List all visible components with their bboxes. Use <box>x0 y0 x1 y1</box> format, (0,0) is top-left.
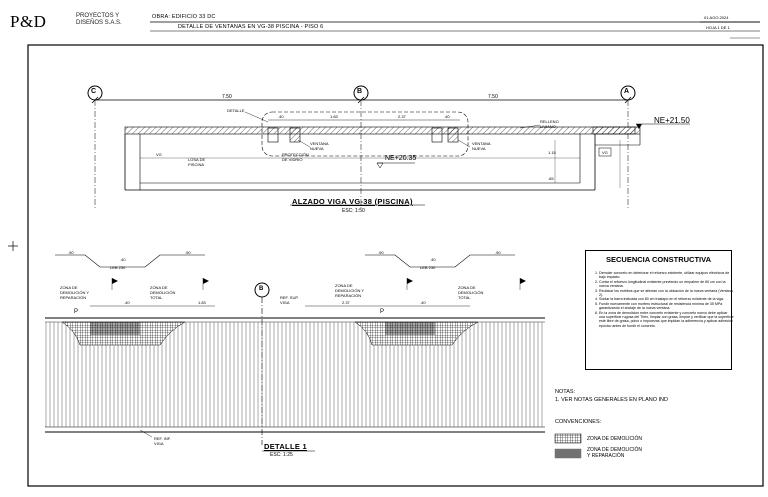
company-name-line2: DISEÑOS S.A.S. <box>76 20 122 26</box>
elev-dim-40a: .40 <box>278 114 284 119</box>
level-top: NE+21.50 <box>654 116 690 125</box>
secuencia-step: Fundir nuevamente con mortero estructura… <box>599 302 734 311</box>
axis-label-c: C <box>91 88 97 95</box>
detail-dim-left-3: .90 <box>185 250 191 255</box>
title-block <box>150 21 760 39</box>
ref-left: LEB 230 <box>110 265 126 270</box>
detail-dim-40a: .40 <box>124 300 130 305</box>
secuencia-title: SECUENCIA CONSTRUCTIVA <box>605 255 711 264</box>
detail-axis-label: B <box>259 286 264 292</box>
detail-dim-237: 2.37 <box>342 300 350 305</box>
detail-scale: ESC: 1:25 <box>270 452 293 458</box>
demolition-zone-left <box>61 321 186 346</box>
callout-detalle: DETALLE <box>227 108 245 113</box>
label-p-right: P <box>380 309 385 315</box>
secuencia-step: Cortar el refuerzo longitudinal existent… <box>599 280 734 289</box>
elev-dim-40b: .40 <box>444 114 450 119</box>
ref-sup-label: REF. SUP. VIGA <box>280 295 299 305</box>
vg-label: VG <box>156 152 162 157</box>
detail-dim-right-2: .40 <box>430 257 436 262</box>
elev-dim-183: 1.83 <box>330 114 338 119</box>
axis-label-b: B <box>357 88 363 95</box>
obra-label: OBRA: EDIFICIO 33 DC <box>152 14 216 20</box>
zona-label-3: ZONA DE DEMOLICIÓN Y REPARACIÓN <box>335 283 365 298</box>
zona-label-2: ZONA DE DEMOLICIÓN TOTAL <box>150 285 176 300</box>
callout-relleno: RELLENO LIVIANO <box>540 119 559 129</box>
sheet-border <box>27 44 764 487</box>
conv-demolicion-swatch <box>554 433 582 444</box>
company-name: PROYECTOS Y DISEÑOS S.A.S. <box>76 13 122 27</box>
secuencia-step: Soldar la barra indicada con 80 cm trasl… <box>599 297 734 301</box>
window-new-2 <box>431 127 443 143</box>
dim-left: 7.50 <box>222 94 232 100</box>
label-p-left: P <box>74 309 79 315</box>
ventana-label-1: VENTANA NUEVA <box>310 141 329 151</box>
detail-title: DETALLE 1 <box>264 442 307 451</box>
detail-dim-right-1: .90 <box>378 250 384 255</box>
ventana-label-2: VENTANA NUEVA <box>472 141 491 151</box>
detail-view <box>45 254 545 452</box>
detail-dim-left-1: .90 <box>68 250 74 255</box>
elevation-scale: ESC: 1:50 <box>342 208 365 214</box>
conv-reparacion-label: ZONA DE DEMOLICIÓN Y REPARACIÓN <box>587 447 643 459</box>
fecha-label: 01.AGO.2024 <box>704 15 729 20</box>
secuencia-list: Demoler concreto en deteriorar el refuer… <box>592 271 734 328</box>
ref-right: LEB 230 <box>420 265 436 270</box>
elev-dim-237: 2.37 <box>398 114 406 119</box>
company-logo: P&D <box>10 12 47 31</box>
detail-dim-183: 1.83 <box>198 300 206 305</box>
secuencia-step: Reubicar los estribos que se afectan con… <box>599 289 734 298</box>
elevation-view <box>87 85 690 210</box>
detalle-label: DETALLE DE VENTANAS EN VG-38 PISCINA - P… <box>178 24 324 30</box>
detail-dim-40b: .40 <box>420 300 426 305</box>
axis-label-a: A <box>624 88 630 95</box>
level-mid: NE+20.35 <box>385 155 417 162</box>
window-new-1 <box>267 127 279 143</box>
notes-item: 1. VER NOTAS GENERALES EN PLANO IND <box>555 397 668 403</box>
hoja-label: HOJA 1 DE 1 <box>706 25 730 30</box>
dim-right: 7.50 <box>488 94 498 100</box>
zona-label-4: ZONA DE DEMOLICIÓN TOTAL <box>458 285 484 300</box>
callout-losa: LOSA DE PISCINA <box>188 157 206 167</box>
zona-label-1: ZONA DE DEMOLICIÓN Y REPARACIÓN <box>60 285 90 300</box>
callout-proteccion: PROTECCIÓN DE VIDRIO <box>282 152 309 162</box>
valve-icons <box>111 278 526 290</box>
detail-dim-left-2: .40 <box>120 257 126 262</box>
company-name-line1: PROYECTOS Y <box>76 13 120 19</box>
secuencia-step: En la zona de demolición entre concreto … <box>599 311 734 329</box>
vg-label-right: VG <box>602 150 608 155</box>
conventions-title: CONVENCIONES: <box>555 419 602 425</box>
ref-inf-label: REF. INF. VIGA <box>154 436 171 446</box>
secuencia-step: Demoler concreto en deteriorar el refuer… <box>599 271 734 280</box>
notes-block: NOTAS: 1. VER NOTAS GENERALES EN PLANO I… <box>555 388 668 426</box>
elevation-title: ALZADO VIGA VG-38 (PISCINA) <box>292 197 413 206</box>
elev-dim-vert2: .65 <box>548 176 554 181</box>
notes-title: NOTAS: <box>555 389 576 395</box>
detail-dim-right-3: .90 <box>495 250 501 255</box>
secuencia-panel: SECUENCIA CONSTRUCTIVA Demoler concreto … <box>585 250 734 370</box>
detail-callout <box>261 111 469 157</box>
demolition-zone-right <box>354 321 479 346</box>
conv-demolicion-label: ZONA DE DEMOLICIÓN <box>587 436 643 442</box>
elev-dim-vert1: 1.15 <box>548 150 556 155</box>
conv-reparacion-swatch <box>554 448 582 459</box>
